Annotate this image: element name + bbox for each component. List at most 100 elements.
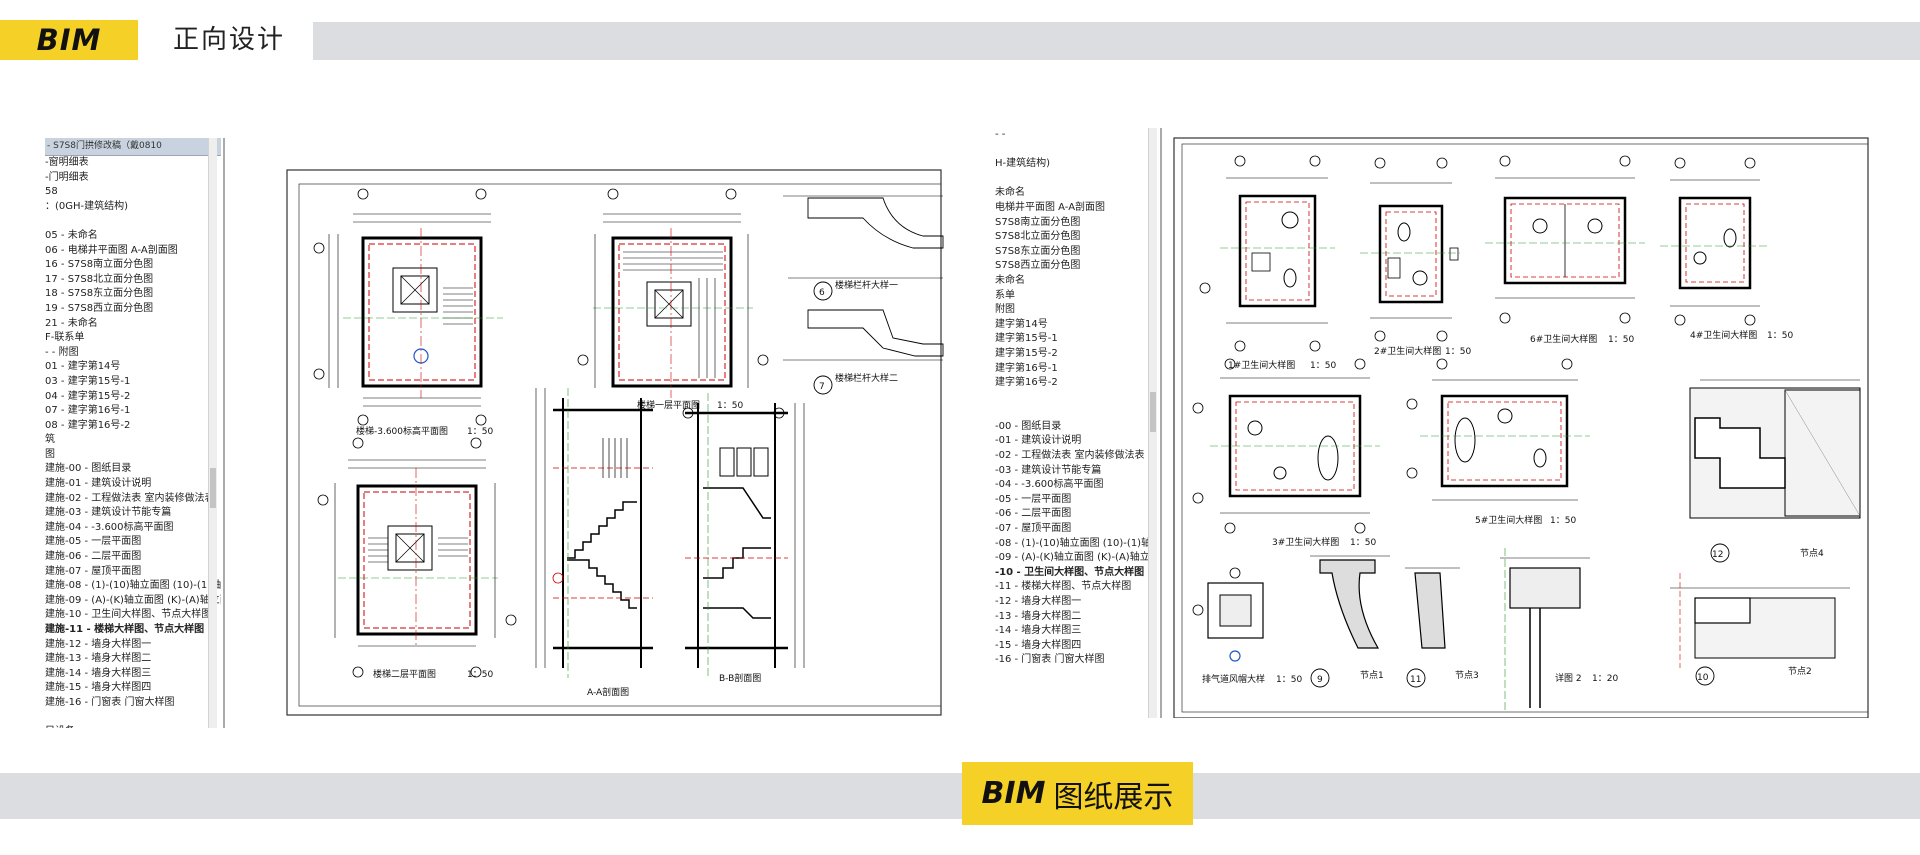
sheet-item[interactable]: -窗明细表: [45, 157, 89, 168]
sheet-item[interactable]: 建施-02 - 工程做法表 室内装修做法表: [45, 492, 215, 504]
sheet-item[interactable]: 附图: [995, 304, 1015, 316]
sheet-item[interactable]: S7S8北立面分色图: [995, 231, 1081, 243]
wc3-title: 3#卫生间大样图: [1272, 536, 1339, 548]
sheet-item[interactable]: [45, 711, 221, 726]
sheet-item[interactable]: -01 - 建筑设计说明: [995, 435, 1082, 447]
sheet-item[interactable]: 03 - 建字第15号-1: [45, 375, 131, 387]
sheet-item[interactable]: 建字第15号-2: [995, 347, 1058, 359]
sheet-item[interactable]: -02 - 工程做法表 室内装修做法表: [995, 450, 1145, 462]
detail-2: 详图 2 1：20: [1500, 548, 1618, 713]
sheet-item[interactable]: 01 - 建字第14号: [45, 361, 121, 373]
svg-text:7: 7: [819, 382, 825, 392]
svg-text:11: 11: [1410, 675, 1421, 685]
drawing-canvas-right[interactable]: 1#卫生间大样图 1：50 2#卫生间大样图 1：50: [1160, 128, 1870, 718]
sheet-item[interactable]: -12 - 墙身大样图一: [995, 596, 1082, 607]
sheet-item[interactable]: S7S8西立面分色图: [995, 260, 1081, 272]
sheet-item[interactable]: -05 - 一层平面图: [995, 493, 1072, 505]
node1-title: 节点1: [1360, 670, 1384, 681]
sheet-item[interactable]: -门明细表: [45, 171, 89, 183]
sheet-item[interactable]: -00 - 图纸目录: [995, 420, 1062, 432]
sheet-item[interactable]: 建施-14 - 墙身大样图三: [45, 667, 152, 679]
sheet-item[interactable]: 未命名: [995, 187, 1025, 199]
sheet-item[interactable]: 建施-04 - -3.600标高平面图: [45, 521, 174, 533]
sheet-item[interactable]: 建施-12 - 墙身大样图一: [45, 638, 152, 650]
sheet-item[interactable]: 筑: [45, 434, 55, 446]
browser-scrollbar[interactable]: [208, 138, 217, 728]
detail2-title: 详图 2: [1555, 672, 1582, 684]
sheet-item[interactable]: -15 - 墙身大样图四: [995, 639, 1082, 651]
sheet-item[interactable]: 建施-06 - 二层平面图: [45, 551, 142, 563]
sheet-item[interactable]: 16 - S7S8南立面分色图: [45, 259, 154, 271]
sheet-item[interactable]: -07 - 屋顶平面图: [995, 523, 1072, 535]
sheet-item[interactable]: 19 - S7S8西立面分色图: [45, 302, 154, 314]
sheet-item[interactable]: -13 - 墙身大样图二: [995, 610, 1082, 622]
project-browser-titlebar: - S7S8门拱修改稿（戴0810 ×: [45, 138, 221, 156]
sheet-item[interactable]: -09 - (A)-(K)轴立面图 (K)-(A)轴立面: [995, 552, 1151, 564]
sheet-item[interactable]: 07 - 建字第16号-1: [45, 405, 131, 417]
sheet-item[interactable]: [45, 214, 221, 229]
sheet-item[interactable]: S7S8南立面分色图: [995, 216, 1081, 228]
sheet-item[interactable]: 建施-15 - 墙身大样图四: [45, 682, 152, 694]
sheet-item[interactable]: 08 - 建字第16号-2: [45, 419, 131, 431]
sheet-item[interactable]: -06 - 二层平面图: [995, 508, 1072, 520]
footer-band: [0, 773, 1920, 819]
sheet-item[interactable]: -04 - -3.600标高平面图: [995, 479, 1104, 491]
sheet-item[interactable]: [995, 405, 1151, 420]
sheet-item[interactable]: 电梯井平面图 A-A剖面图: [995, 201, 1106, 213]
sheet-item[interactable]: 06 - 电梯井平面图 A-A剖面图: [45, 244, 178, 256]
sheet-item[interactable]: F-联系单: [45, 332, 85, 344]
toilet-plan-5: 5#卫生间大样图 1：50: [1406, 358, 1590, 526]
sheet-item[interactable]: -03 - 建筑设计节能专篇: [995, 464, 1102, 476]
sheet-item[interactable]: 建施-10 - 卫生间大样图、节点大样图: [45, 609, 212, 621]
svg-text:1：50: 1：50: [1550, 516, 1576, 526]
node-detail-1: 9 节点1: [1310, 555, 1390, 688]
scrollbar-thumb[interactable]: [210, 468, 216, 508]
sheet-item[interactable]: - - 附图: [45, 346, 79, 358]
sheet-item[interactable]: ：(0GH-建筑结构): [45, 200, 129, 212]
sheet-item[interactable]: [995, 172, 1151, 187]
sheet-item[interactable]: 建施-03 - 建筑设计节能专篇: [45, 507, 172, 519]
sheet-item[interactable]: -14 - 墙身大样图三: [995, 625, 1082, 637]
sheet-item[interactable]: [995, 391, 1151, 406]
sheet-item[interactable]: 建施-16 - 门窗表 门窗大样图: [45, 696, 175, 708]
sheet-item[interactable]: 21 - 未命名: [45, 317, 98, 329]
sheet-item[interactable]: 建字第15号-1: [995, 333, 1058, 345]
sheet-item[interactable]: 建施-00 - 图纸目录: [45, 463, 132, 475]
toilet-plan-4: 4#卫生间大样图 1：50: [1660, 157, 1793, 341]
sheet-item[interactable]: -16 - 门窗表 门窗大样图: [995, 654, 1105, 666]
sheet-item[interactable]: 建施-08 - (1)-(10)轴立面图 (10)-(1)轴立面: [45, 580, 221, 592]
sheet-item[interactable]: 未命名: [995, 274, 1025, 286]
sheet-item[interactable]: S7S8东立面分色图: [995, 245, 1081, 257]
sheet-item[interactable]: 17 - S7S8北立面分色图: [45, 273, 154, 285]
sheet-item[interactable]: -10 - 卫生间大样图、节点大样图: [995, 566, 1145, 578]
toilet-plan-6: 6#卫生间大样图 1：50: [1485, 155, 1645, 345]
sheet-item[interactable]: 58: [45, 186, 58, 198]
sheet-item[interactable]: -11 - 楼梯大样图、节点大样图: [995, 581, 1132, 593]
vent-title: 排气道风帽大样: [1202, 673, 1265, 685]
sheet-item[interactable]: 目设备: [45, 725, 221, 728]
sheet-item[interactable]: 系单: [995, 289, 1015, 301]
sheet-item[interactable]: 图: [45, 448, 55, 460]
sheet-item[interactable]: H-建筑结构): [995, 158, 1051, 170]
sheet-item[interactable]: 05 - 未命名: [45, 229, 98, 241]
sheet-item[interactable]: 04 - 建字第15号-2: [45, 390, 131, 402]
sheet-item[interactable]: 建施-13 - 墙身大样图二: [45, 653, 152, 665]
sheet-item[interactable]: 建字第16号-1: [995, 362, 1058, 374]
browser-scrollbar[interactable]: [1148, 128, 1157, 718]
sheet-item[interactable]: -08 - (1)-(10)轴立面图 (10)-(1)轴立: [995, 537, 1151, 549]
svg-text:1：50: 1：50: [1350, 538, 1376, 548]
sheet-item[interactable]: 建施-09 - (A)-(K)轴立面图 (K)-(A)轴立面: [45, 594, 221, 606]
toilet-plan-1: 1#卫生间大样图 1：50: [1199, 155, 1336, 371]
sheet-item[interactable]: 建字第14号: [995, 318, 1048, 330]
stair-plan-f1: 楼梯一层平面图 1：50: [577, 188, 769, 411]
sheet-item[interactable]: 18 - S7S8东立面分色图: [45, 288, 154, 300]
sheet-item[interactable]: 建施-11 - 楼梯大样图、节点大样图: [45, 624, 205, 635]
sheet-item[interactable]: 建施-07 - 屋顶平面图: [45, 565, 142, 577]
sheet-item[interactable]: [995, 143, 1151, 158]
drawing-canvas-left[interactable]: 楼梯-3.600标高平面图 1：50: [223, 138, 945, 728]
scrollbar-thumb[interactable]: [1150, 392, 1156, 432]
sheet-item[interactable]: 建施-05 - 一层平面图: [45, 536, 142, 548]
sheet-item[interactable]: - -: [995, 129, 1006, 140]
sheet-item[interactable]: 建施-01 - 建筑设计说明: [45, 478, 152, 490]
sheet-item[interactable]: 建字第16号-2: [995, 377, 1058, 389]
